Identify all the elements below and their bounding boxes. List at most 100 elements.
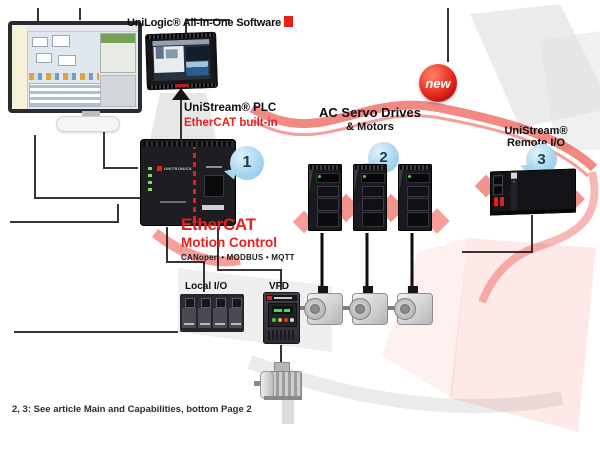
drive-port (362, 198, 384, 211)
software-buttons-panel (100, 75, 136, 107)
motor-hub (355, 304, 365, 314)
local-io-block (180, 294, 244, 332)
io-module (511, 172, 517, 211)
local-io-module (182, 296, 196, 328)
vfd-brand-text (274, 297, 292, 299)
io-label-strip (215, 323, 225, 325)
drives-label-block: AC Servo Drives & Motors (305, 105, 435, 133)
center-label-line2: Motion Control (181, 235, 277, 250)
center-caption: CANopen • MODBUS • MQTT (181, 253, 295, 262)
io-connector (216, 298, 226, 308)
drive-heatsink (400, 165, 430, 170)
drive-display (316, 173, 340, 183)
top-title-text: UniLogic® All-in-One Software (127, 17, 282, 29)
drive-port (317, 198, 339, 211)
software-icon-row (29, 73, 99, 80)
motor-shaft (298, 306, 305, 310)
rack-red-slot (494, 197, 498, 207)
hmi-stand (172, 88, 190, 100)
red-square-accent (284, 16, 294, 27)
flow-box (58, 55, 76, 66)
red-ribbon-top (249, 100, 598, 172)
software-side-panel (100, 33, 136, 73)
gray-link-hmi-plc (150, 93, 216, 140)
io-label-strip (199, 323, 210, 325)
plc-red-stripe (193, 147, 196, 221)
servo-motor-1 (298, 286, 343, 326)
flow-box (32, 37, 48, 47)
hmi-screen-chart (186, 61, 209, 76)
drive-display (406, 173, 430, 183)
io-connector (231, 298, 242, 308)
gray-notch (282, 398, 294, 424)
plc-controller: UNITRONICS (140, 139, 236, 226)
vfd-lcd-digits (284, 309, 290, 312)
center-label-line1: EtherCAT (181, 215, 256, 234)
plc-label-black: UniStream® PLC (184, 102, 277, 114)
rack-ethernet-port (493, 185, 503, 196)
red-ribbon-right (478, 171, 599, 304)
remote-io-rack (490, 168, 576, 216)
vfd-logo-chip (267, 296, 272, 300)
hmi-screen (152, 39, 211, 81)
local-io-module (197, 296, 211, 328)
gray-band-2 (540, 31, 600, 150)
motor-shaft (343, 306, 350, 310)
vfd-drive (263, 292, 300, 344)
trace (103, 132, 138, 169)
io-connector (200, 298, 211, 308)
motor-connector (363, 286, 373, 295)
drive-connector (407, 212, 429, 227)
callout-1-number: 1 (242, 154, 252, 171)
motor-connector (408, 286, 418, 295)
servo-motor-2 (343, 286, 388, 326)
drive-port (362, 186, 384, 197)
trace (10, 204, 119, 223)
flow-box (36, 53, 52, 63)
drive-connector (317, 212, 339, 227)
monitor-stand-neck (82, 111, 100, 119)
red-swoosh-plc (151, 229, 241, 267)
drive-port (317, 186, 339, 197)
red-wash (450, 238, 596, 432)
drive-led (363, 175, 366, 178)
rack-red-slot (500, 197, 504, 207)
trace (217, 227, 282, 290)
servo-drive-2 (353, 164, 387, 231)
plc-brand-label: UNITRONICS (164, 166, 192, 171)
drive-port (407, 186, 429, 197)
drive-heatsink (355, 165, 385, 170)
software-side-panel-header (101, 34, 135, 43)
new-badge-text: new (425, 75, 451, 91)
software-toolbar (27, 25, 138, 32)
motor-connector (318, 286, 328, 295)
trace (462, 215, 533, 253)
desktop-monitor (8, 21, 142, 113)
servo-drive-3 (398, 164, 432, 231)
top-title: UniLogic® All-in-One Software (127, 16, 294, 29)
drives-label-line2: & Motors (346, 121, 394, 133)
unitronics-logo-icon (157, 166, 162, 171)
callout-2-number: 2 (379, 149, 388, 166)
drives-label-line1: AC Servo Drives (319, 105, 421, 120)
local-io-module (228, 296, 242, 328)
plc-label-red: EtherCAT built-in (184, 117, 278, 129)
drive-heatsink (310, 165, 340, 170)
callout-3-number: 3 (537, 151, 546, 168)
drive-led (318, 175, 321, 178)
motor-hub (310, 304, 320, 314)
hmi-screen-widget (155, 46, 164, 59)
software-tree-panel (12, 25, 28, 109)
io-connector (185, 298, 195, 308)
io-module-cap (511, 172, 517, 179)
new-badge: new (419, 64, 457, 102)
callout-1: 1 (230, 146, 264, 180)
drive-display (361, 173, 385, 183)
io-label-strip (184, 323, 194, 325)
plc-model-label (202, 205, 224, 210)
plc-marking (206, 166, 222, 168)
monitor-stand-base (56, 116, 120, 132)
vfd-button (272, 318, 276, 322)
local-io-label: Local I/O (185, 281, 228, 292)
